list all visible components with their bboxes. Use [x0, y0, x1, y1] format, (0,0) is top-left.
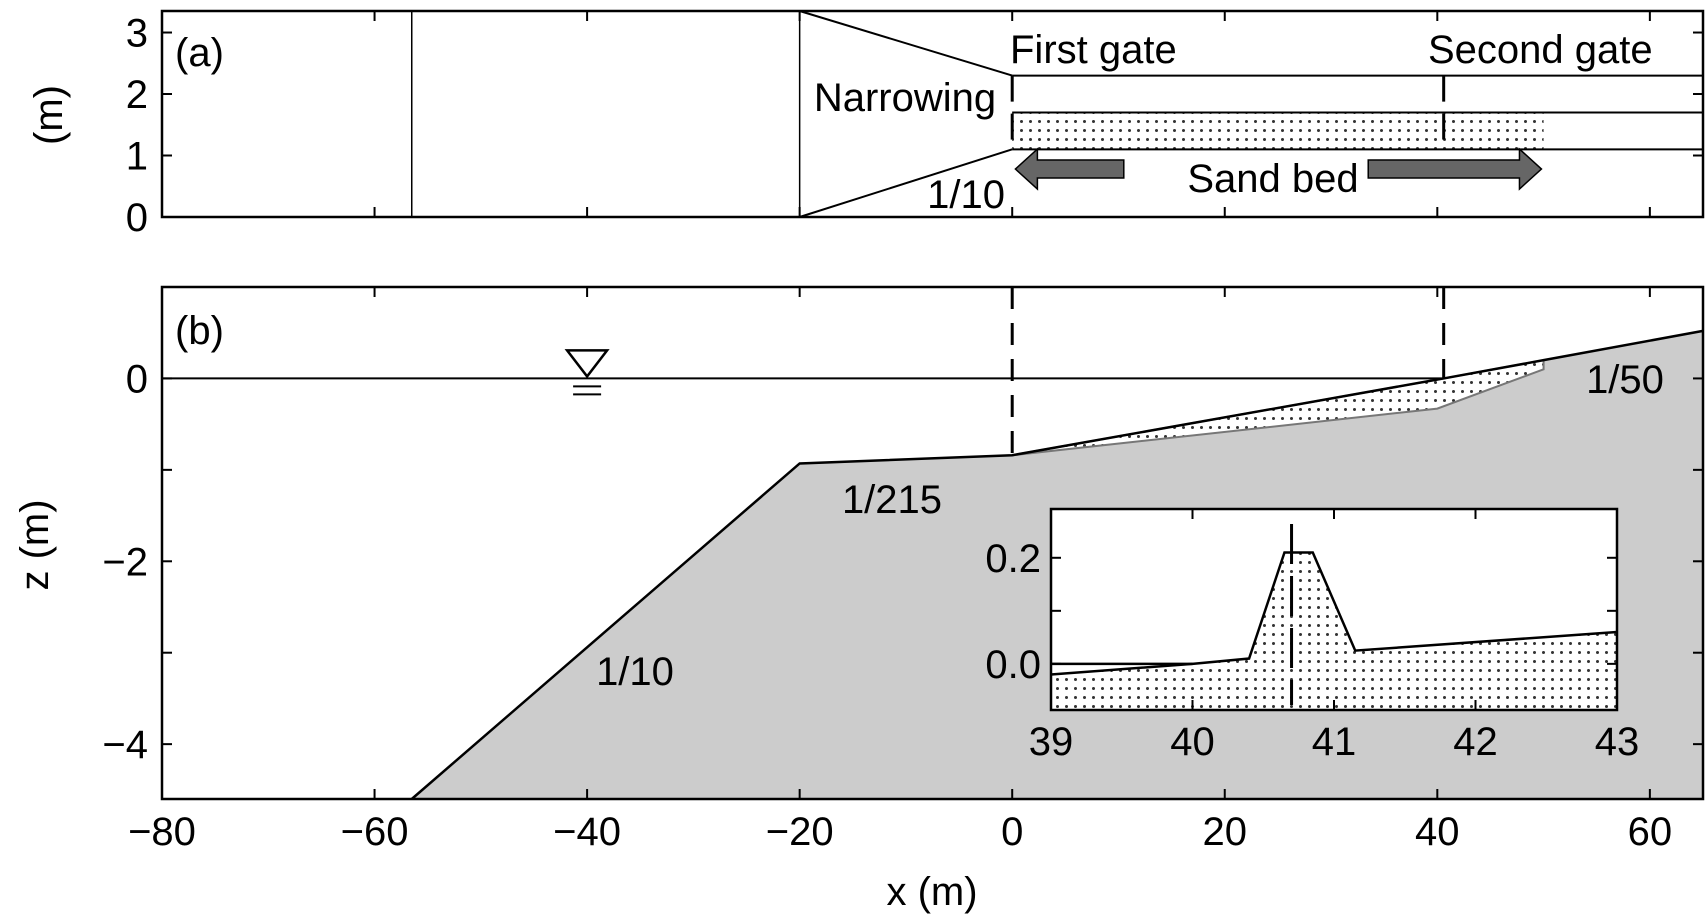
slope-beach-label: 1/50 — [1586, 358, 1664, 402]
sand-bed-arrow-left — [1014, 147, 1125, 191]
x-tick-label: 60 — [1628, 810, 1673, 854]
narrowing-wall-bottom — [799, 148, 1013, 218]
narrowing-slope-label: 1/10 — [927, 173, 1005, 217]
inset-y-tick-label: 0.0 — [985, 643, 1041, 687]
narrowing-wall-top — [799, 10, 1013, 77]
panel-a-ylabel: (m) — [27, 85, 71, 145]
second-gate-label: Second gate — [1428, 28, 1653, 72]
x-tick-label: 40 — [1415, 810, 1460, 854]
inset-x-tick-label: 39 — [1029, 720, 1074, 764]
y-tick-label-a: 0 — [126, 196, 148, 240]
y-tick-label-b: −4 — [102, 723, 148, 767]
slope-offshore-label: 1/10 — [596, 650, 674, 694]
first-gate-label: First gate — [1010, 28, 1177, 72]
x-axis-label: x (m) — [886, 870, 977, 914]
sand-bed-label: Sand bed — [1187, 157, 1358, 201]
panel-a-tag: (a) — [175, 31, 224, 75]
x-tick-label: −80 — [128, 810, 196, 854]
narrowing-label: Narrowing — [814, 76, 996, 120]
x-tick-label: −20 — [766, 810, 834, 854]
y-tick-label-b: −2 — [102, 540, 148, 584]
slope-mid-label: 1/215 — [842, 478, 942, 522]
panel-b-tag: (b) — [175, 309, 224, 353]
panel-b-ylabel: z (m) — [13, 499, 57, 590]
panel-b-frame — [160, 285, 1705, 801]
inset-x-tick-label: 40 — [1170, 720, 1215, 764]
inset-x-tick-label: 42 — [1453, 720, 1498, 764]
x-tick-label: −40 — [553, 810, 621, 854]
inset-x-tick-label: 41 — [1312, 720, 1357, 764]
sand-bed-plan — [1012, 112, 1544, 150]
y-tick-label-a: 1 — [126, 135, 148, 179]
y-tick-label-a: 2 — [126, 73, 148, 117]
bed-profile-line — [410, 329, 1704, 800]
sand-bed-arrow-right — [1367, 147, 1543, 191]
x-tick-label: −60 — [341, 810, 409, 854]
inset-x-tick-label: 43 — [1595, 720, 1640, 764]
y-tick-label-b: 0 — [126, 357, 148, 401]
inset-plot: 39 40 41 42 43 0.2 0.0 — [985, 507, 1640, 764]
y-tick-label-a: 3 — [126, 12, 148, 56]
panel-a-frame — [160, 9, 1705, 219]
inset-y-tick-label: 0.2 — [985, 537, 1041, 581]
x-tick-label: 20 — [1203, 810, 1248, 854]
inset-sand — [1051, 552, 1617, 710]
x-tick-label: 0 — [1001, 810, 1023, 854]
water-level-icon — [564, 349, 610, 379]
